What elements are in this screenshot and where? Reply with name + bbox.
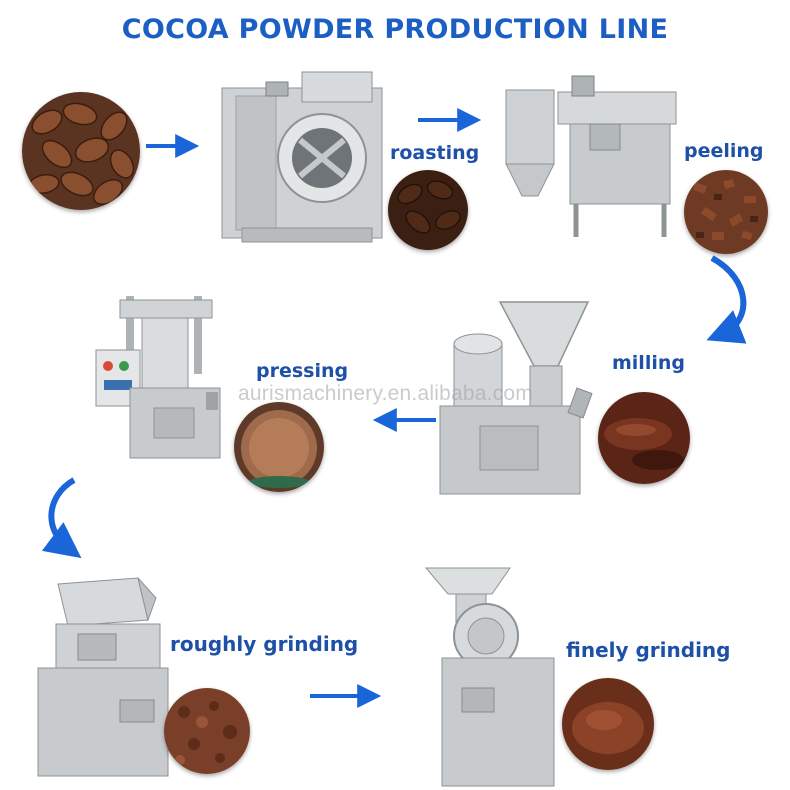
roasted-beans-image — [388, 170, 468, 250]
raw-beans-image — [22, 92, 140, 210]
cocoa-liquor-image — [598, 392, 690, 484]
step-label-finely-grinding: finely grinding — [566, 638, 730, 662]
fine-powder-image — [562, 678, 654, 770]
rough-powder-image — [164, 688, 250, 774]
step-label-pressing: pressing — [256, 360, 348, 382]
watermark: aurismachinery.en.alibaba.com — [238, 382, 533, 406]
step-label-roasting: roasting — [390, 142, 479, 164]
arrow-pressing-to-rough-grinding — [51, 480, 74, 548]
step-label-peeling: peeling — [684, 140, 764, 162]
page-title: COCOA POWDER PRODUCTION LINE — [0, 14, 790, 45]
cocoa-cake-image — [234, 402, 324, 492]
step-label-milling: milling — [612, 352, 685, 374]
arrow-peeling-to-milling — [712, 258, 743, 334]
step-label-roughly-grinding: roughly grinding — [170, 632, 358, 656]
cocoa-nibs-image — [684, 170, 768, 254]
